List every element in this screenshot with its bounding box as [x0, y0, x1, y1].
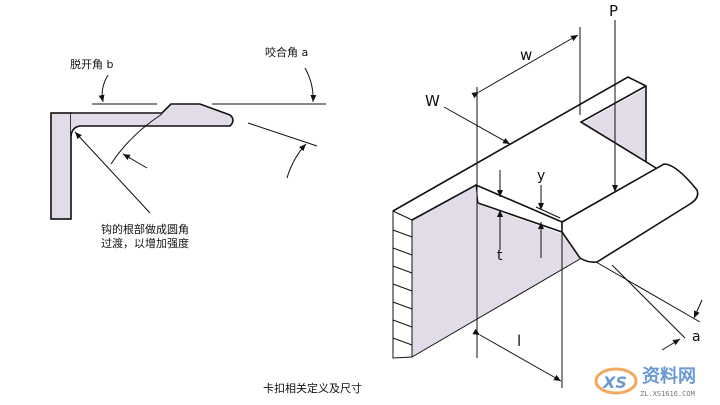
- W-pointer: [443, 106, 511, 145]
- release-angle-arrow: [98, 74, 109, 103]
- watermark-logo: XS: [602, 373, 627, 392]
- hatch: [392, 229, 413, 346]
- engage-angle-label: 咬合角 a: [265, 45, 308, 59]
- engage-angle-arrow: [304, 67, 317, 103]
- far-shade: [581, 88, 646, 162]
- label-P: P: [609, 2, 618, 20]
- watermark-url: ZL.XS1616.COM: [640, 390, 695, 398]
- hook-arm: [70, 103, 234, 137]
- watermark-logo-icon: [594, 367, 638, 395]
- left-cross-section: 脱开角 b 咬合角 a 钩的根部做成圆角 过渡，以增加强度: [50, 45, 326, 250]
- fillet-pointer: [74, 131, 151, 214]
- label-l: l: [517, 332, 521, 350]
- fillet-note-line2: 过渡，以增加强度: [101, 236, 189, 250]
- length-l-dimension: [472, 328, 562, 382]
- wall-shade: [412, 185, 580, 357]
- fillet-note-line1: 钩的根部做成圆角: [101, 222, 189, 236]
- watermark: XS 资料网 ZL.XS1616.COM: [594, 365, 696, 398]
- label-t: t: [497, 248, 503, 264]
- width-w-dimension: [471, 34, 579, 99]
- label-y: y: [537, 168, 545, 184]
- hook-head: [561, 163, 699, 263]
- right-isometric: W w P y t l a: [392, 2, 703, 388]
- watermark-name: 资料网: [642, 365, 696, 387]
- label-W: W: [425, 92, 440, 110]
- label-a: a: [692, 329, 701, 345]
- label-w: w: [520, 46, 532, 64]
- figure-caption: 卡扣相关定义及尺寸: [263, 381, 362, 395]
- release-angle-label: 脱开角 b: [70, 57, 113, 71]
- base-wall: [50, 112, 72, 220]
